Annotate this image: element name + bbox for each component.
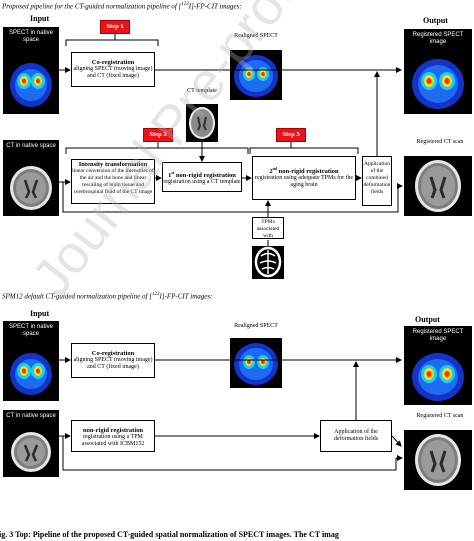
tpms-box: TPMs associated with MIITRA: [252, 217, 284, 239]
second-nonrigid-title: 2nd non-rigid registration: [269, 166, 339, 176]
bottom-registered-ct-panel: [404, 430, 472, 490]
second-nonrigid-registration-box: 2nd non-rigid registration registration …: [252, 156, 356, 200]
ct-scan-image: [10, 166, 52, 210]
bottom-nonrigid-title: non-rigid registration: [82, 427, 143, 434]
first-nonrigid-body: registration using a CT template: [163, 179, 241, 186]
top-input-label: Input: [30, 14, 50, 23]
application-combined-label: Application of the combined deformation …: [363, 161, 391, 195]
bottom-spect-native-label: SPECT in native space: [9, 324, 53, 337]
top-pipeline-title: Proposed pipeline for the CT-guided norm…: [2, 2, 242, 11]
figure-caption: ig. 3 Top: Pipeline of the proposed CT-g…: [0, 530, 339, 539]
bottom-registered-ct-label: Registered CT scan: [416, 413, 464, 419]
ct-template-image: [189, 107, 215, 139]
spect-scan-image: [412, 353, 464, 401]
bottom-input-label: Input: [30, 309, 50, 318]
step-2-badge: Step 2: [143, 128, 173, 142]
top-registered-spect-panel: Registered SPECT image: [404, 29, 472, 114]
first-nonrigid-registration-box: 1st non-rigid registration registration …: [162, 162, 242, 192]
bottom-pipeline-title: SPM12 default CT-guided normalization pi…: [2, 292, 213, 301]
ct-template-label: CT template: [187, 88, 217, 94]
bottom-coregistration-box: Co-registration aligning SPECT (moving i…: [71, 343, 155, 378]
ct-scan-image: [415, 434, 461, 486]
intensity-transformation-body: linear conversion of the intensities of …: [72, 168, 154, 195]
bottom-registered-spect-panel: Registered SPECT image: [404, 326, 472, 405]
top-spect-native-panel: SPECT in native space: [3, 27, 59, 114]
intensity-transformation-box: Intensity transformation linear conversi…: [71, 159, 155, 204]
bottom-ct-native-panel: CT in native space: [3, 410, 59, 477]
top-realigned-spect-panel: [230, 50, 282, 100]
tpm-brain-image: [254, 246, 282, 278]
top-ct-native-panel: CT in native space: [3, 140, 59, 216]
top-realigned-spect-label: Realigned SPECT: [234, 33, 278, 39]
step-1-badge: Step 1: [100, 20, 130, 34]
ct-scan-image: [415, 160, 461, 212]
bottom-coregistration-body: aligning SPECT (moving image) and CT (fi…: [73, 357, 153, 370]
bottom-realigned-spect-label: Realigned SPECT: [234, 323, 278, 329]
top-ct-native-label: CT in native space: [6, 143, 56, 149]
bottom-coregistration-title: Co-registration: [91, 350, 135, 357]
top-spect-native-label: SPECT in native space: [9, 30, 53, 43]
intensity-transformation-title: Intensity transformation: [78, 161, 148, 168]
second-nonrigid-body: registration using adequate TPMs for the…: [254, 175, 354, 189]
spect-scan-image: [10, 63, 52, 107]
top-registered-ct-label: Registered CT scan: [416, 139, 464, 145]
spect-scan-image: [412, 59, 464, 109]
bottom-application-label: Application of the deformation fields: [333, 429, 379, 442]
bottom-spect-native-panel: SPECT in native space: [3, 321, 59, 401]
bottom-nonrigid-body: registration using a TPM associated with…: [81, 434, 145, 447]
tpms-label: TPMs associated with MIITRA: [256, 219, 280, 239]
spect-scan-image: [234, 343, 278, 385]
top-coregistration-box: Co-registration aligning SPECT (moving i…: [71, 52, 155, 87]
bottom-output-label: Output: [415, 315, 440, 324]
top-coregistration-body: aligning SPECT (moving image) and CT (fi…: [73, 66, 153, 79]
bottom-realigned-spect-panel: [230, 338, 282, 388]
top-coregistration-title: Co-registration: [91, 59, 135, 66]
application-combined-box: Application of the combined deformation …: [362, 156, 392, 206]
spect-scan-image: [234, 55, 278, 97]
ct-scan-image: [11, 432, 51, 472]
bottom-nonrigid-registration-box: non-rigid registration registration usin…: [71, 420, 155, 452]
ct-template-panel: [186, 104, 218, 142]
top-registered-spect-label: Registered SPECT image: [412, 32, 464, 45]
first-nonrigid-title: 1st non-rigid registration: [168, 170, 236, 180]
tpm-panel: [252, 246, 284, 279]
step-3-badge: Step 3: [276, 128, 306, 142]
spect-scan-image: [10, 353, 52, 395]
top-registered-ct-panel: [404, 156, 472, 216]
bottom-registered-spect-label: Registered SPECT image: [412, 329, 464, 342]
bottom-application-box: Application of the deformation fields: [320, 420, 392, 452]
bottom-ct-native-label: CT in native space: [6, 413, 56, 419]
top-output-label: Output: [423, 16, 448, 25]
